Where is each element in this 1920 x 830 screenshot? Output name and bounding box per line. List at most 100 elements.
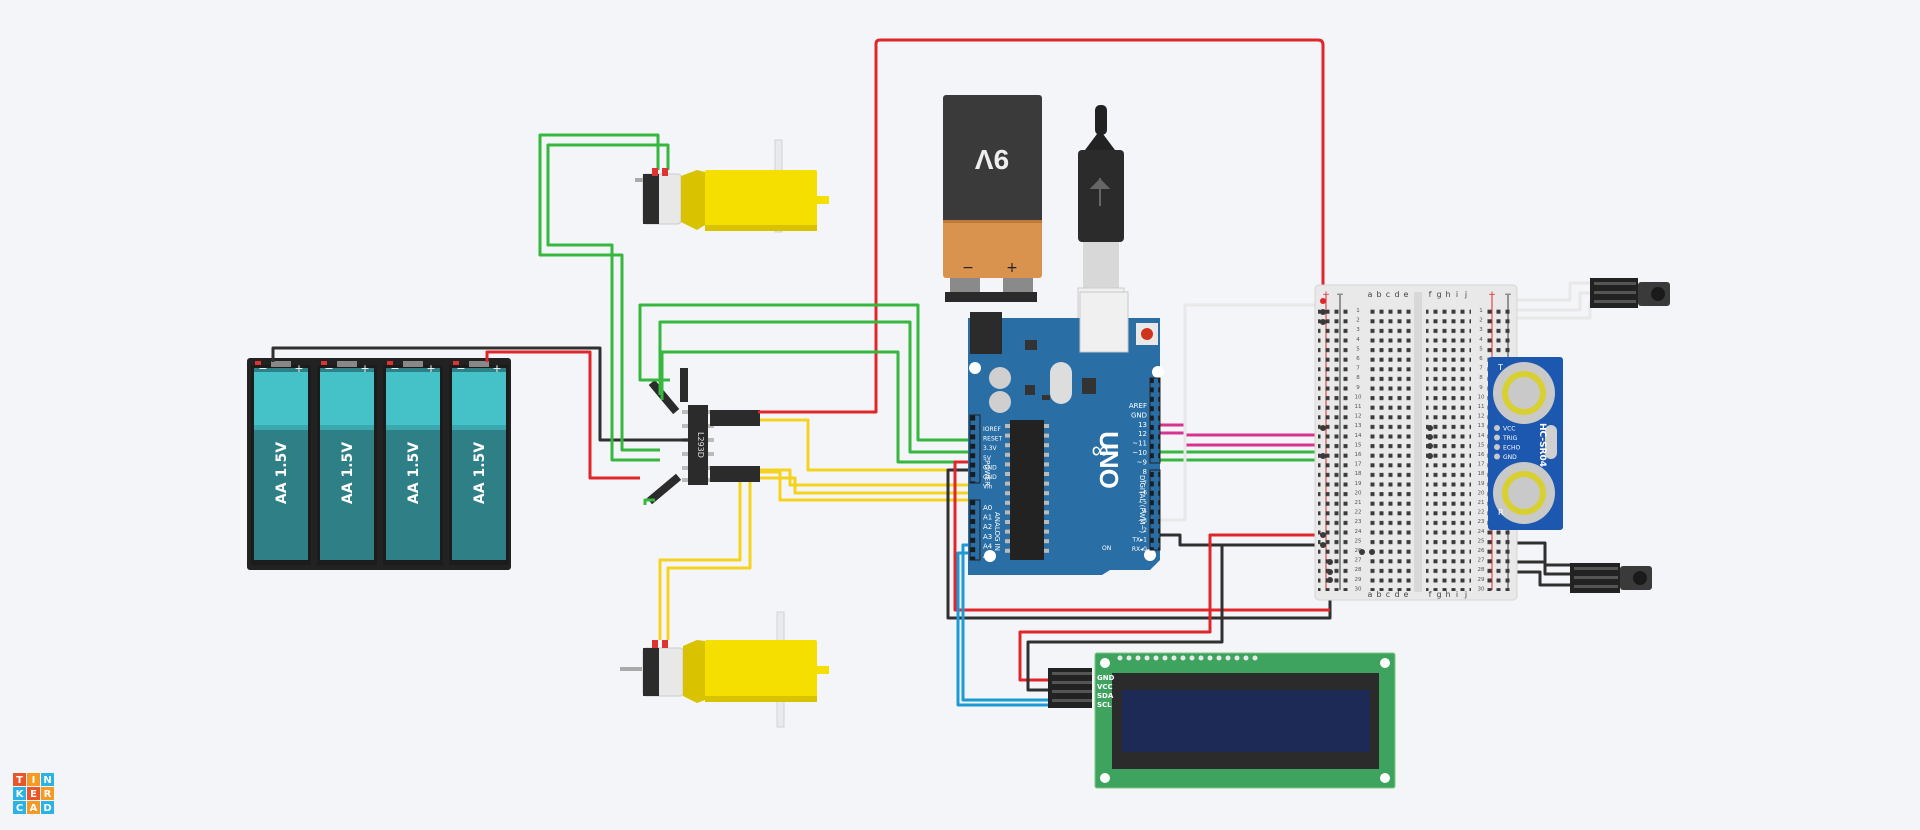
sensor-pin[interactable] [1494,453,1500,460]
cell-label: AA 1.5V [406,442,422,504]
row-label: 24 [1355,529,1362,535]
row-label: 26 [1478,548,1485,554]
logo-tile [27,787,40,800]
sensor-pin-label: ECHO [1503,445,1520,452]
wire-green-motor1-a[interactable] [538,133,660,452]
reset-button[interactable] [1141,328,1153,340]
chip-leg [1005,443,1010,448]
row-label: 14 [1355,433,1362,439]
chip-leg [1044,510,1049,515]
column-label: b [1376,290,1381,299]
ir-sensor-top[interactable] [1590,278,1670,308]
dc-motor-bottom[interactable] [620,611,829,728]
aa-cell[interactable]: −+AA 1.5V [251,361,311,565]
wire-red-top[interactable] [758,38,1325,414]
row-label: 15 [1355,442,1362,448]
column-label: j [1464,590,1467,599]
row-label: 10 [1478,394,1485,400]
column-label: f [1429,290,1432,299]
chip-leg [1005,433,1010,438]
rail-plus-label-right: + [1488,290,1496,300]
row-label: 15 [1478,442,1485,448]
power-pin-label: Vin [983,484,993,491]
battery-9v[interactable]: 9V − + [943,95,1042,302]
row-label: 13 [1355,423,1362,429]
lcd-pin-label: VCC [1097,683,1113,691]
wire-green-3[interactable] [660,350,975,464]
wire-green-2[interactable] [658,320,975,454]
digital-pin-label: ~10 [1132,449,1147,457]
column-label: e [1404,290,1409,299]
lcd-header-pin [1216,655,1222,661]
chip-leg [1005,452,1010,457]
aa-cell[interactable]: −+AA 1.5V [383,361,443,565]
lcd-pin-label: GND [1097,674,1115,682]
lcd-header-pin [1162,655,1168,661]
wire-yellow-motor2-b[interactable] [666,482,752,640]
digital-pin-label: GND [1131,411,1147,419]
row-label: 24 [1478,529,1485,535]
arduino-analog-label: ANALOG IN [993,512,1001,551]
hc-sr04-t: T [1497,363,1503,372]
chip-leg [1005,491,1010,496]
row-label: 11 [1478,404,1485,410]
aa-cell[interactable]: −+AA 1.5V [449,361,509,565]
sensor-pin-label: VCC [1503,426,1515,433]
wire-yellow-motor2-a[interactable] [658,482,742,640]
wire-green-motor1-b[interactable] [546,143,670,462]
logo-letter: T [16,775,23,786]
hc-sr04-label: HC-SR04 [1537,423,1547,467]
row-label: 25 [1478,538,1485,544]
sensor-pin[interactable] [1494,425,1500,431]
cell-minus: − [324,362,333,375]
analog-pin-label: A5 [983,552,992,560]
logo-tile [27,773,40,786]
sensor-pin[interactable] [1494,444,1500,450]
ir-sensor-bottom[interactable] [1570,563,1652,593]
arduino-uno[interactable]: UNO ∞ DIGITAL (PWM~) POWER ANALOG IN ON … [968,291,1164,575]
sensor-pin[interactable] [1494,434,1500,441]
l293d-label: L293D [696,432,705,458]
rail-plus-label-left: + [1322,290,1330,300]
lcd-header-pin [1144,655,1150,661]
chip-leg [1044,462,1049,467]
column-label: a [1368,290,1373,299]
lcd-screen [1122,690,1370,752]
analog-pin-label: A4 [983,542,993,550]
logo-letter: C [16,803,23,814]
row-label: 1 [1479,308,1483,314]
wire-black-battery[interactable] [271,346,688,442]
column-label: j [1464,290,1467,299]
aa-battery-pack[interactable]: −+AA 1.5V−+AA 1.5V−+AA 1.5V−+AA 1.5V [247,358,511,570]
usb-port[interactable] [1079,291,1129,353]
barrel-jack[interactable] [970,312,1002,354]
row-label: 20 [1355,490,1362,496]
column-label: h [1445,290,1450,299]
lcd-header-pin [1207,655,1213,661]
wire-red-lcd[interactable] [1018,533,1323,682]
logo-tile [13,787,26,800]
wire-black-lcd[interactable] [1026,543,1330,692]
row-label: 17 [1355,462,1362,468]
wire-green-1[interactable] [638,303,975,442]
wire-blue-scl[interactable] [956,551,1048,707]
row-label: 2 [1356,318,1360,324]
chip-leg [1044,433,1049,438]
digital-pin-label: 8 [1143,468,1147,476]
chip-leg [1005,520,1010,524]
aa-cell[interactable]: −+AA 1.5V [317,361,377,565]
row-label: 11 [1355,404,1362,410]
wire-red-battery[interactable] [485,350,640,480]
column-label: h [1445,590,1450,599]
l293d-driver[interactable]: L293D [646,368,760,505]
dc-motor-top[interactable] [635,139,829,233]
arduino-digital-label: DIGITAL (PWM~) [1138,475,1146,533]
